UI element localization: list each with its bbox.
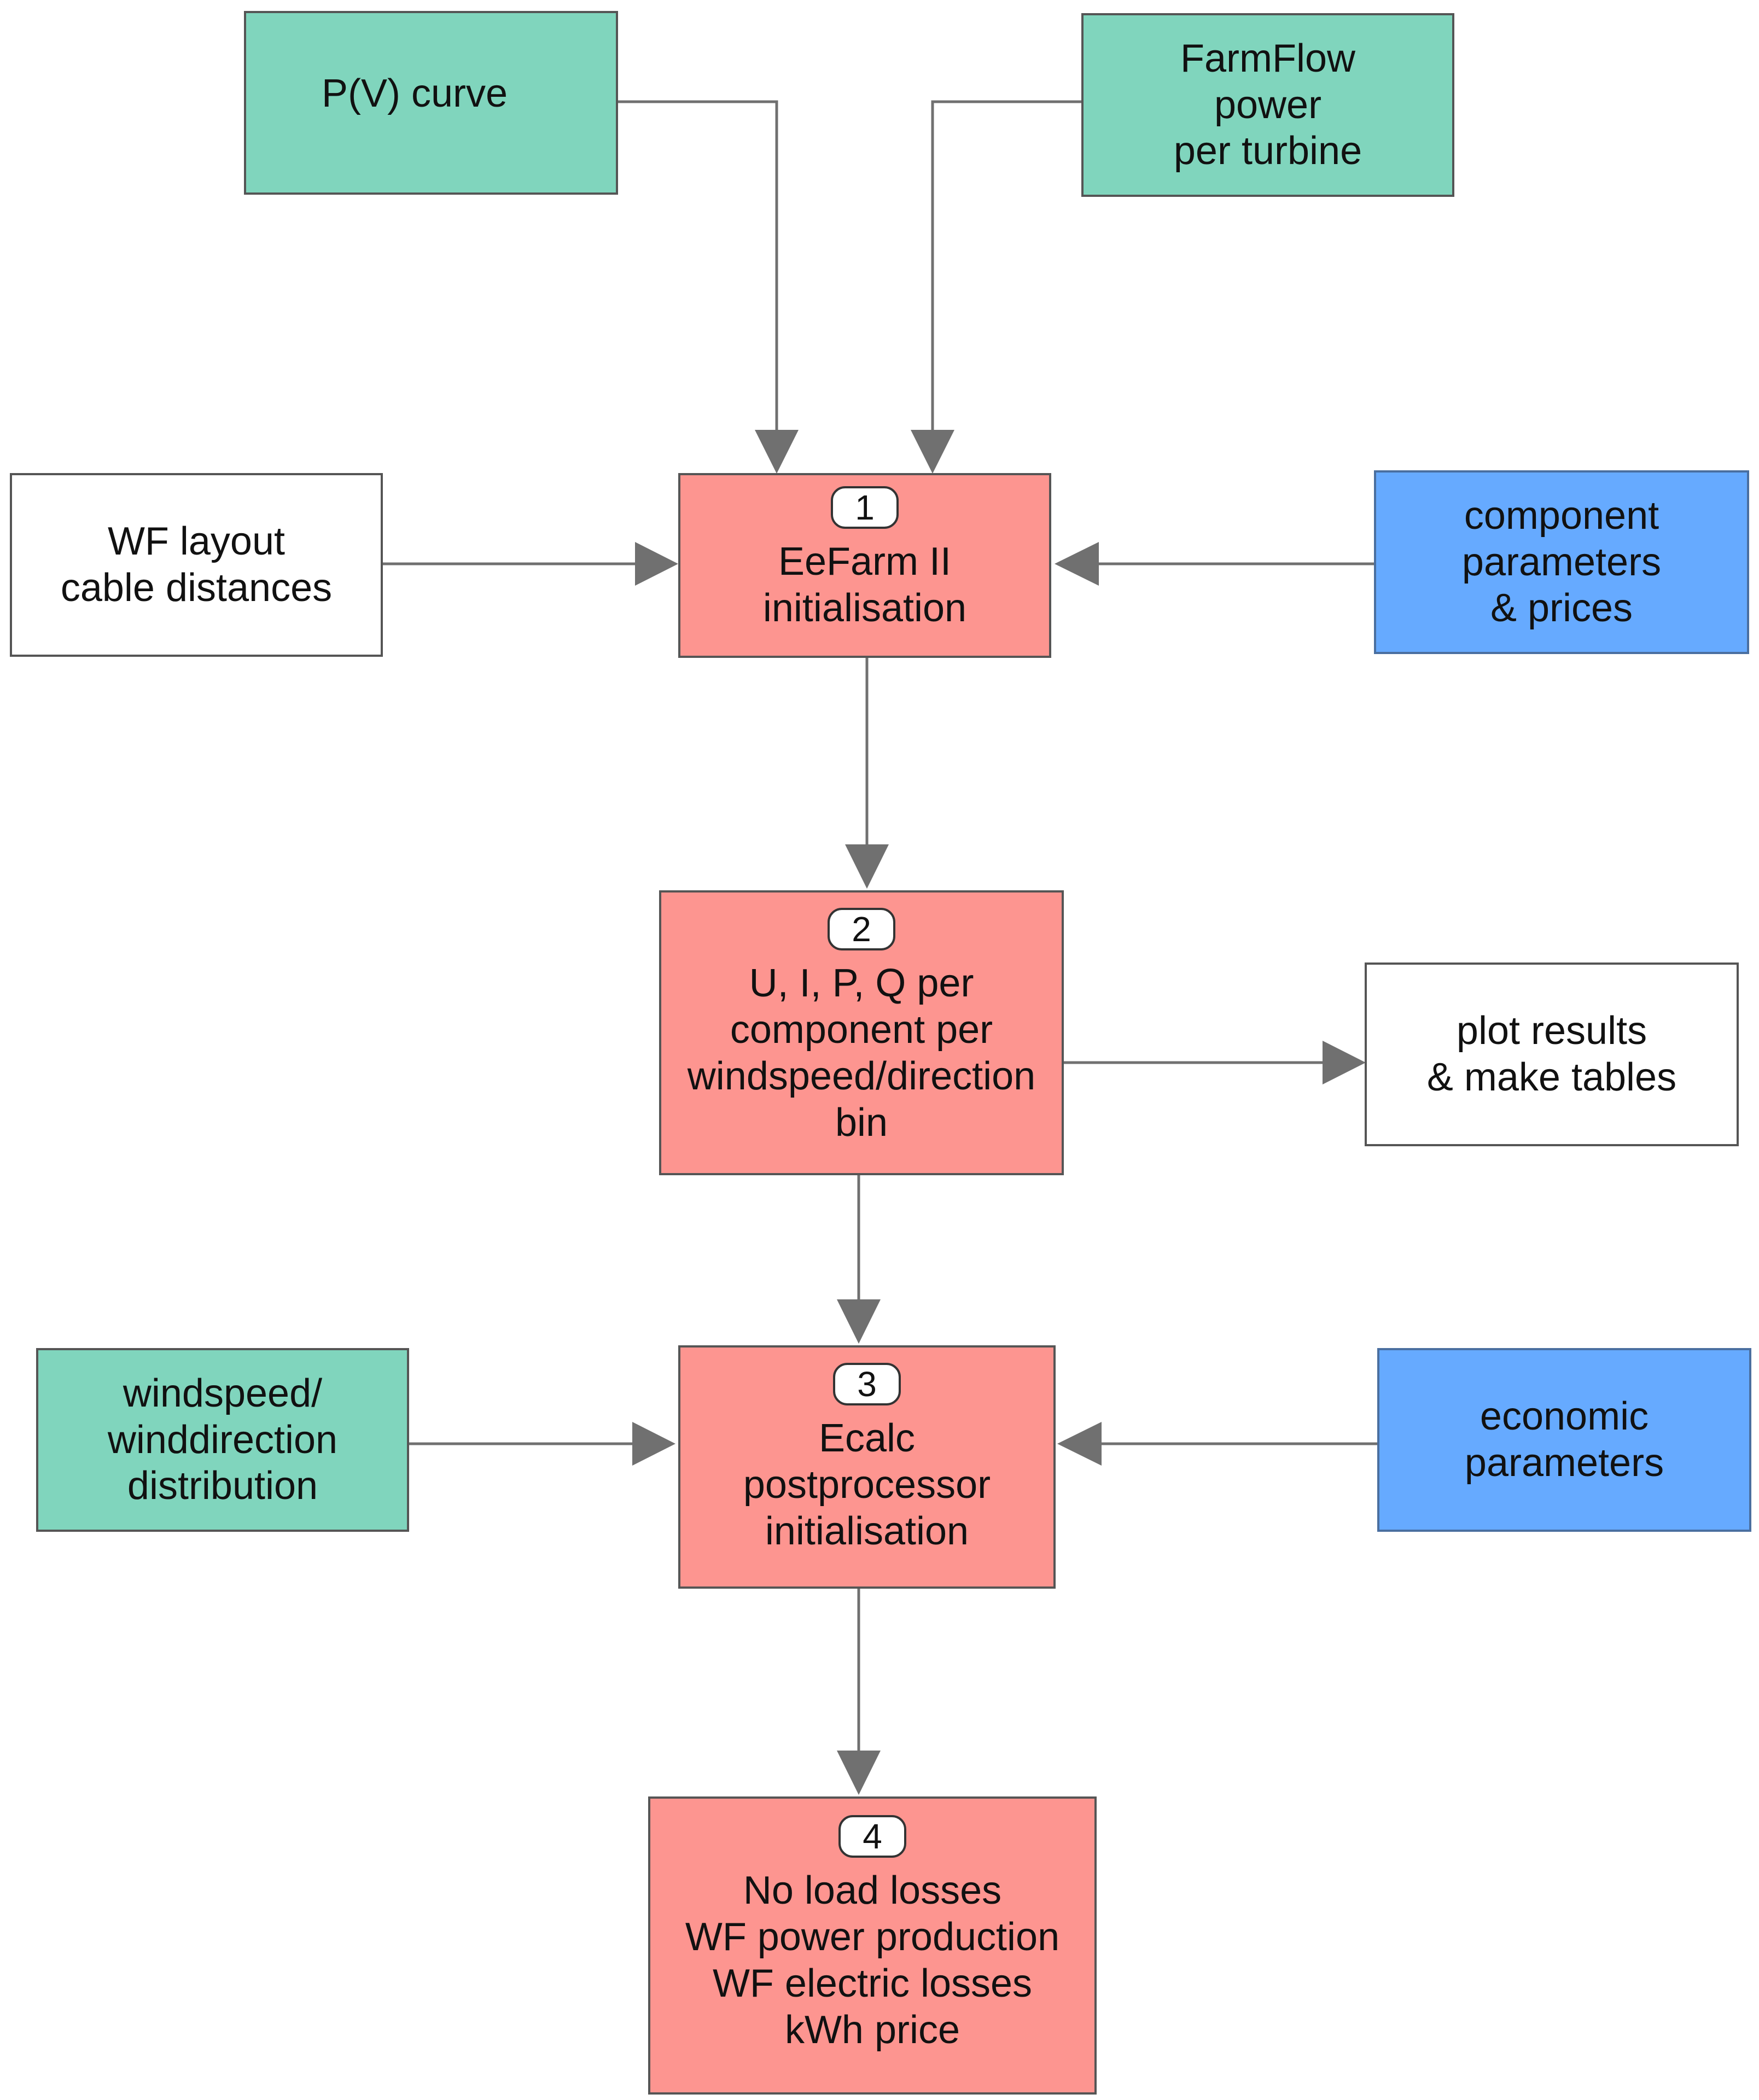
ecalc-label-line-3: initialisation — [765, 1509, 969, 1553]
component-parameters-box: component parameters & prices — [1374, 470, 1749, 654]
wind-distribution-label-line-2: winddirection — [107, 1418, 338, 1462]
arrow-ecalc-to-results — [837, 1589, 881, 1795]
step-badge-3: 3 — [833, 1363, 901, 1405]
component-parameters-label-line-2: parameters — [1461, 540, 1662, 584]
step-badge-4: 4 — [838, 1815, 906, 1858]
plot-results-box: plot results & make tables — [1365, 962, 1739, 1146]
farmflow-box: FarmFlow power per turbine — [1081, 13, 1454, 197]
eefarm-init-label-line-1: EeFarm II — [778, 540, 952, 584]
arrow-uipq-to-plot — [1064, 1041, 1366, 1084]
results-label-line-4: kWh price — [784, 2008, 960, 2052]
plot-results-label-line-1: plot results — [1456, 1009, 1647, 1053]
uipq-label-line-1: U, I, P, Q per — [749, 961, 974, 1005]
farmflow-label-line-3: per turbine — [1173, 129, 1362, 173]
farmflow-label-line-2: power — [1214, 83, 1322, 127]
uipq-label-line-4: bin — [835, 1100, 888, 1145]
ecalc-label-line-2: postprocessor — [743, 1462, 991, 1507]
uipq-label-line-2: component per — [730, 1007, 993, 1052]
results-label-line-3: WF electric losses — [712, 1961, 1033, 2005]
ecalc-label-line-1: Ecalc — [818, 1416, 916, 1460]
arrow-component-to-eefarm — [1055, 542, 1376, 586]
results-label-line-2: WF power production — [685, 1915, 1060, 1959]
component-parameters-label-line-1: component — [1464, 493, 1659, 538]
pv-curve-box: P(V) curve — [244, 11, 618, 195]
step-badge-2: 2 — [828, 908, 895, 950]
plot-results-label-line-2: & make tables — [1426, 1055, 1677, 1099]
wf-layout-box: WF layout cable distances — [10, 473, 383, 657]
wind-distribution-label-line-1: windspeed/ — [123, 1371, 323, 1415]
wind-distribution-label-line-3: distribution — [127, 1464, 318, 1508]
wind-distribution-box: windspeed/ winddirection distribution — [36, 1348, 409, 1532]
eefarm-init-box: 1 EeFarm II initialisation — [678, 473, 1051, 658]
economic-parameters-label-line-1: economic — [1480, 1395, 1649, 1439]
arrow-pv-to-eefarm — [618, 100, 799, 474]
pv-curve-label: P(V) curve — [321, 72, 508, 115]
uipq-label-line-3: windspeed/direction — [687, 1054, 1036, 1098]
economic-parameters-box: economic parameters — [1377, 1348, 1751, 1532]
step-badge-1: 1 — [831, 486, 899, 529]
economic-parameters-label-line-2: parameters — [1464, 1441, 1664, 1485]
farmflow-label-line-1: FarmFlow — [1180, 36, 1355, 80]
eefarm-init-label-line-2: initialisation — [762, 586, 967, 630]
results-box: 4 No load losses WF power production WF … — [648, 1796, 1097, 2095]
arrow-economic-to-ecalc — [1057, 1422, 1378, 1466]
wf-layout-label-line-1: WF layout — [107, 520, 286, 564]
wf-layout-label-line-2: cable distances — [60, 566, 333, 610]
arrow-uipq-to-ecalc — [837, 1175, 881, 1344]
uipq-box: 2 U, I, P, Q per component per windspeed… — [659, 890, 1064, 1175]
results-label-line-1: No load losses — [743, 1869, 1002, 1912]
arrow-layout-to-eefarm — [383, 542, 678, 586]
ecalc-box: 3 Ecalc postprocessor initialisation — [678, 1345, 1056, 1589]
arrow-wind-to-ecalc — [409, 1422, 675, 1466]
arrow-farmflow-to-eefarm — [911, 100, 1081, 474]
component-parameters-label-line-3: & prices — [1490, 586, 1633, 631]
arrow-eefarm-to-uipq — [845, 658, 889, 889]
